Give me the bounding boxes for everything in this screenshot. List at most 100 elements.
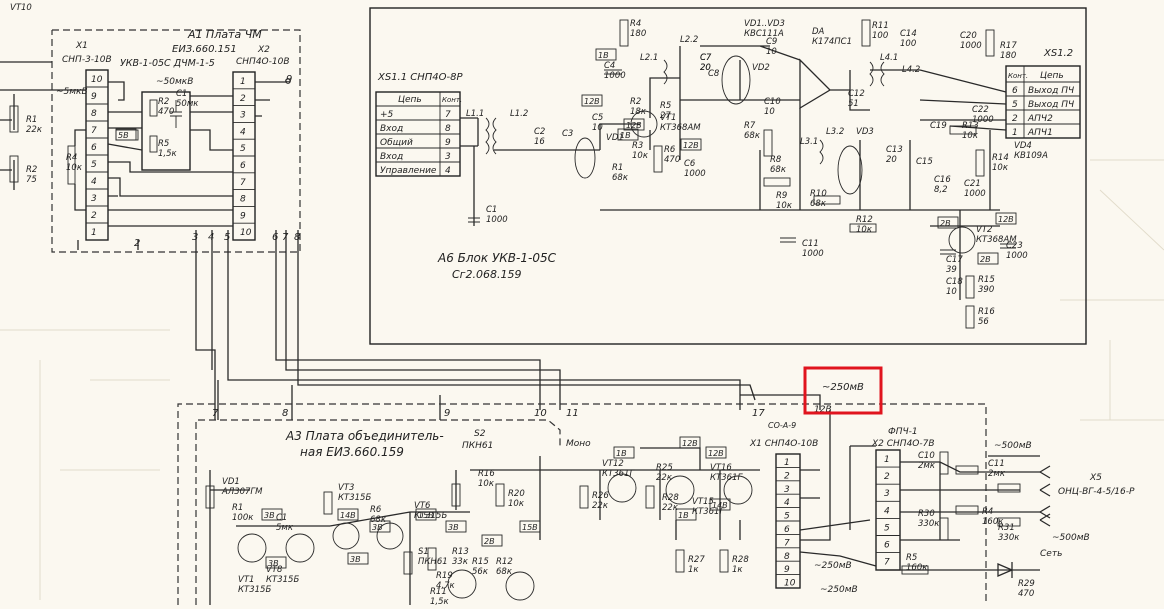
component-value: 68к [810,199,827,209]
a3-x1-pin: 1 [784,458,790,468]
a3-x2-top: ФПЧ-1 [888,427,918,437]
a1-x1-pin: 9 [91,92,97,102]
component-value: 39 [946,265,957,275]
component-value: 10к [856,225,873,235]
component-ref: C1 [176,89,187,99]
voltage-tag: 12В [626,121,642,130]
a1-x2-ref: X2 [257,45,270,55]
component-ref: R7 [744,121,756,131]
component-value: 10к [776,201,793,211]
xs12-circuit-name: АПЧ1 [1027,128,1053,138]
a3-switch: S2 [474,429,486,439]
component-value: 470 [158,107,174,117]
a3-x2-pin: 7 [884,558,890,568]
component-value: 1000 [802,249,824,259]
component-ref: C14 [900,29,917,39]
component-value: КТ368АМ [660,123,701,133]
xs11-circuit-name: Вход [380,124,403,134]
component-value: 22к [26,125,43,135]
component-ref: L2.2 [680,35,698,45]
component-ref: C15 [916,157,933,167]
voltage-tag: 3В [268,559,279,568]
wire-number: 9 [286,74,292,85]
voltage-tag: 12В [683,141,699,150]
xs11-circuit-name: +5 [380,110,394,120]
resistor-r2 [9,155,19,183]
wire-number: 3 [192,232,198,243]
a1-x1-type: СНП-3-10В [62,55,112,65]
component-ref: C2 [534,127,545,137]
a3-mode: Сеть [1040,549,1062,559]
voltage-tag: 3В [350,555,361,564]
component-value: 10к [66,163,83,173]
block-a6: А6 Блок УКВ-1-05С Сг2.068.159 XS1.1 СНП4… [369,7,1087,345]
a3-x5: X5 [1089,473,1102,483]
component-ref: C1 [486,205,497,215]
voltage-tag: 14В [712,501,728,510]
component-value: 330к [998,533,1020,543]
component-ref: R16 [478,469,495,479]
a3-x2: X2 СНП4О-7В [871,439,935,449]
voltage-tag-frame [347,552,369,565]
component-value: 10к [962,131,979,141]
component-value: 8,2 [934,185,948,195]
a1-x2-pin: 5 [240,144,246,154]
xs12-contact-pin: 5 [1012,100,1018,110]
a6-code: Сг2.068.159 [452,268,521,281]
component-ref: C23 [1006,241,1023,251]
component-ref: R10 [810,189,827,199]
voltage-tag: 1В [620,131,631,140]
voltage-tag: 1В [598,51,609,60]
xs11-contact-pin: 8 [445,124,451,134]
wire-number: 6 [272,232,278,243]
voltage-tag: 1В [678,511,689,520]
voltage-tag-frame [265,556,287,569]
voltage-tag-frame [369,520,391,533]
component-value: 10 [946,287,957,297]
component-ref: L1.2 [510,109,528,119]
component-value: 27 [660,111,671,121]
a1-signal-in: ~5мкВ [56,87,88,97]
highlight-box[interactable] [803,366,883,415]
a6-title: А6 Блок УКВ-1-05С [437,251,557,265]
component-value: 51 [848,99,859,109]
a1-x1-pin: 8 [91,109,97,119]
component-ref: C21 [964,179,981,189]
xs11-circuit-name: Вход [380,152,403,162]
component-ref: C9 [766,37,777,47]
component-ref: R14 [992,153,1009,163]
component-ref: R28 [732,555,749,565]
a1-sub: УКВ-1-05С ДЧМ-1-5 [120,58,215,69]
voltage-tag-frame [995,212,1017,225]
component-ref: R13 [962,121,979,131]
a1-x1-pin: 7 [91,126,97,136]
component-ref: R13 [452,547,469,557]
component-ref: L4.1 [880,53,898,63]
component-ref: C5 [592,113,603,123]
wire-number: 8 [282,408,288,419]
voltage-tag-frame [977,252,999,265]
highlight-label: ~250мВ [822,382,864,393]
component-ref: C20 [960,31,977,41]
a3-x2-pin: 3 [884,489,890,499]
component-value: 56к [472,567,489,577]
voltage-tag: 2В [980,255,991,264]
component-value: ПКН61 [418,557,448,567]
component-value: 390 [978,285,994,295]
component-ref: R1 [26,115,37,125]
voltage-tag: 1В [616,449,627,458]
component-ref: C8 [708,69,720,79]
voltage-tag-frame [415,508,437,521]
component-ref: L3.1 [800,137,818,147]
component-ref: C12 [848,89,865,99]
level-labels: ~500мВ ~500мВ ~250мВ ~250мВ 12В [814,405,1090,595]
voltage-tag: 3В [448,523,459,532]
a1-x2-pin: 7 [240,178,246,188]
component-value: 2мк [918,461,936,471]
component-value: КТ315Б [338,493,371,503]
